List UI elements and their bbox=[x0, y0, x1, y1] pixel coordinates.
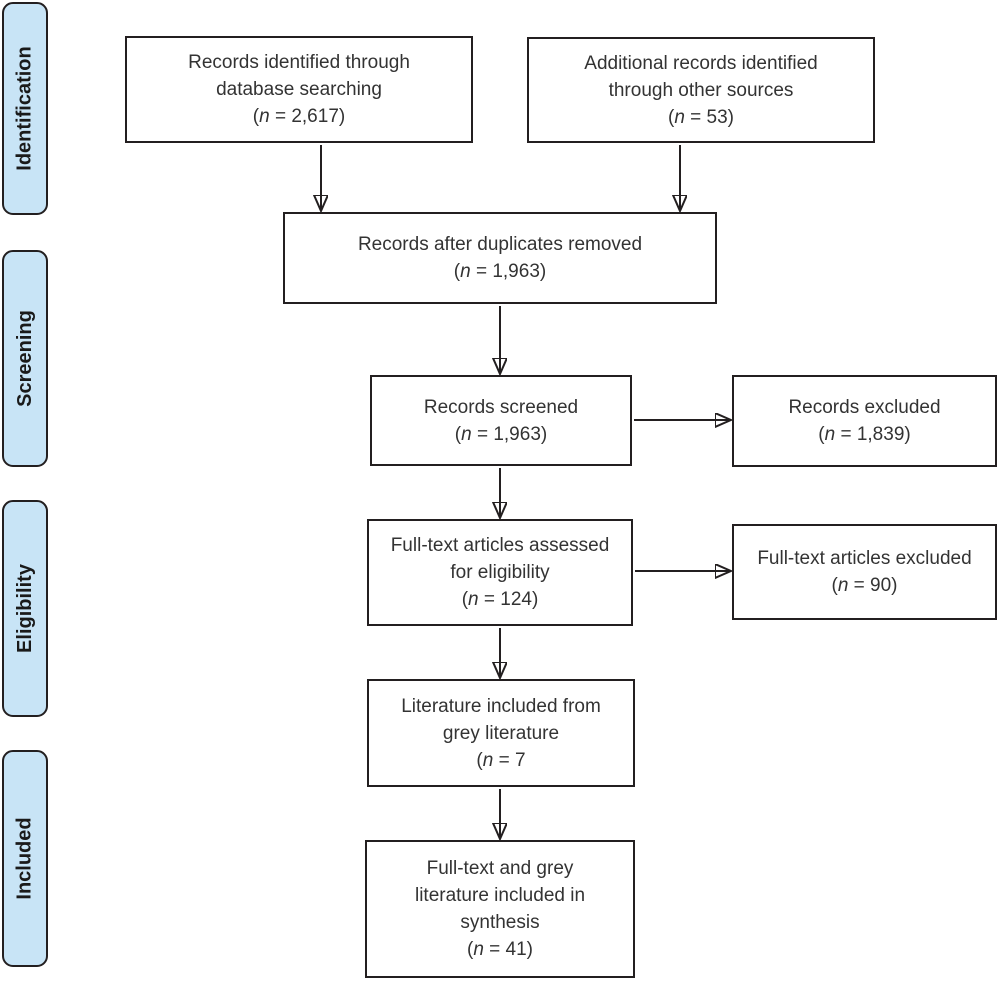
box-line: Additional records identified bbox=[584, 52, 818, 74]
count-rest: = 124) bbox=[478, 589, 539, 610]
box-count: (n = 90) bbox=[831, 572, 897, 599]
box-line: Records identified through bbox=[188, 52, 410, 73]
count-rest: = 41) bbox=[483, 939, 534, 960]
count-n: n bbox=[473, 939, 484, 960]
box-line: literature included in bbox=[414, 885, 586, 906]
count-rest: = 53) bbox=[684, 106, 735, 128]
count-n: n bbox=[837, 575, 849, 596]
box-grey-literature: Literature included from grey literature… bbox=[367, 679, 635, 787]
box-line: Records after duplicates removed bbox=[357, 234, 643, 255]
stage-identification: Identification bbox=[2, 2, 48, 215]
box-line: Full-text articles excluded bbox=[757, 548, 972, 569]
count-rest: = 90) bbox=[848, 575, 898, 596]
stage-label: Included bbox=[13, 817, 36, 900]
count-open: ( bbox=[476, 749, 483, 771]
stage-included: Included bbox=[2, 750, 48, 967]
box-count: (n = 1,839) bbox=[818, 421, 910, 448]
box-line: Full-text and grey bbox=[426, 858, 574, 879]
box-count: (n = 7 bbox=[476, 747, 525, 774]
box-count: (n = 124) bbox=[462, 586, 539, 613]
box-count: (n = 53) bbox=[668, 104, 734, 131]
box-line: for eligibility bbox=[450, 562, 550, 583]
count-rest: = 1,963) bbox=[471, 423, 548, 445]
box-count: (n = 1,963) bbox=[455, 421, 547, 448]
count-open: ( bbox=[454, 423, 462, 445]
box-fulltext-excluded: Full-text articles excluded (n = 90) bbox=[732, 524, 997, 620]
box-line: Records screened bbox=[423, 396, 579, 418]
count-n: n bbox=[461, 423, 472, 445]
box-count: (n = 41) bbox=[467, 936, 533, 963]
box-records-screened: Records screened (n = 1,963) bbox=[370, 375, 632, 466]
box-line: Records excluded bbox=[788, 397, 941, 418]
stage-label: Eligibility bbox=[13, 564, 36, 653]
count-n: n bbox=[674, 106, 685, 128]
box-included-synthesis: Full-text and grey literature included i… bbox=[365, 840, 635, 978]
count-rest: = 2,617) bbox=[269, 106, 346, 127]
stage-eligibility: Eligibility bbox=[2, 500, 48, 717]
count-open: ( bbox=[818, 424, 825, 445]
box-line: through other sources bbox=[608, 79, 794, 101]
count-open: ( bbox=[252, 106, 260, 127]
box-line: grey literature bbox=[442, 722, 560, 744]
box-additional-records: Additional records identified through ot… bbox=[527, 37, 875, 143]
count-rest: = 1,839) bbox=[835, 424, 911, 445]
box-records-excluded: Records excluded (n = 1,839) bbox=[732, 375, 997, 467]
count-n: n bbox=[482, 749, 494, 771]
box-line: Literature included from bbox=[401, 695, 601, 717]
stage-label: Identification bbox=[13, 46, 36, 171]
stage-label: Screening bbox=[13, 310, 36, 407]
count-open: ( bbox=[453, 261, 461, 282]
box-count: (n = 1,963) bbox=[454, 258, 546, 285]
box-line: Full-text articles assessed bbox=[390, 535, 610, 556]
count-rest: = 7 bbox=[493, 749, 526, 771]
count-open: ( bbox=[831, 575, 838, 596]
stage-screening: Screening bbox=[2, 250, 48, 467]
box-fulltext-assessed: Full-text articles assessed for eligibil… bbox=[367, 519, 633, 626]
count-n: n bbox=[468, 589, 479, 610]
count-n: n bbox=[259, 106, 270, 127]
box-line: database searching bbox=[216, 79, 382, 100]
count-n: n bbox=[460, 261, 471, 282]
box-line: synthesis bbox=[460, 912, 540, 933]
count-open: ( bbox=[667, 106, 675, 128]
count-n: n bbox=[824, 424, 836, 445]
count-open: ( bbox=[461, 589, 469, 610]
count-open: ( bbox=[466, 939, 474, 960]
count-rest: = 1,963) bbox=[470, 261, 547, 282]
box-after-duplicates: Records after duplicates removed (n = 1,… bbox=[283, 212, 717, 304]
box-count: (n = 2,617) bbox=[253, 103, 345, 130]
box-records-identified: Records identified through database sear… bbox=[125, 36, 473, 143]
